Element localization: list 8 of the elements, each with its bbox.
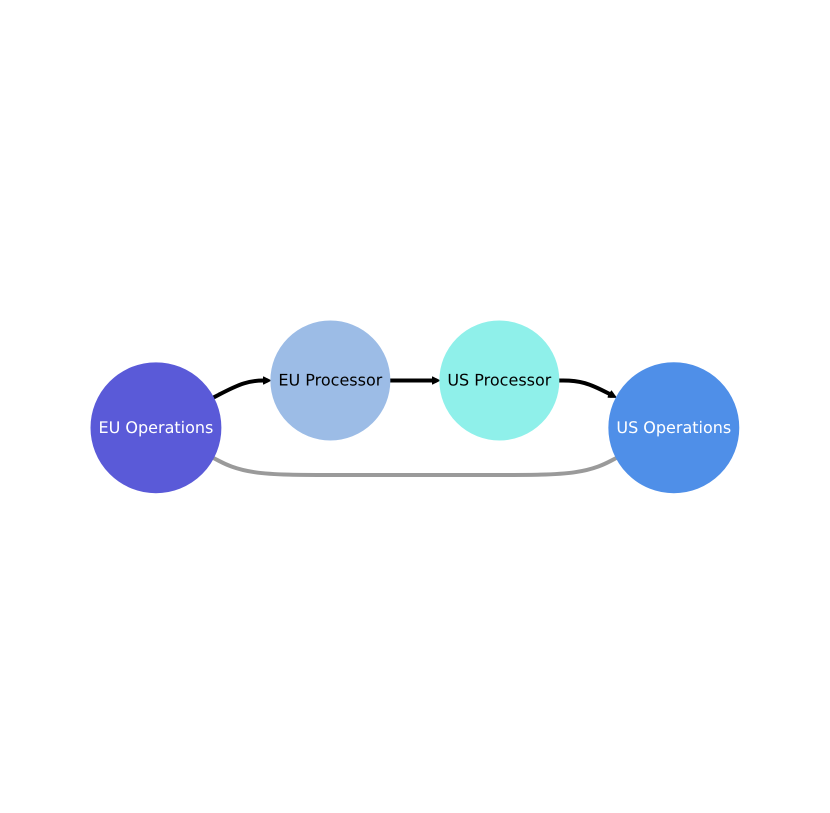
- arrow: [558, 378, 617, 398]
- arrow: [390, 376, 440, 385]
- node-circle: US Processor: [439, 320, 560, 440]
- node-circle: EU Operations: [90, 362, 222, 493]
- node-circle: EU Processor: [270, 320, 390, 440]
- connector: [212, 456, 618, 477]
- arrow: [212, 376, 272, 399]
- node-circle: US Operations: [608, 362, 740, 493]
